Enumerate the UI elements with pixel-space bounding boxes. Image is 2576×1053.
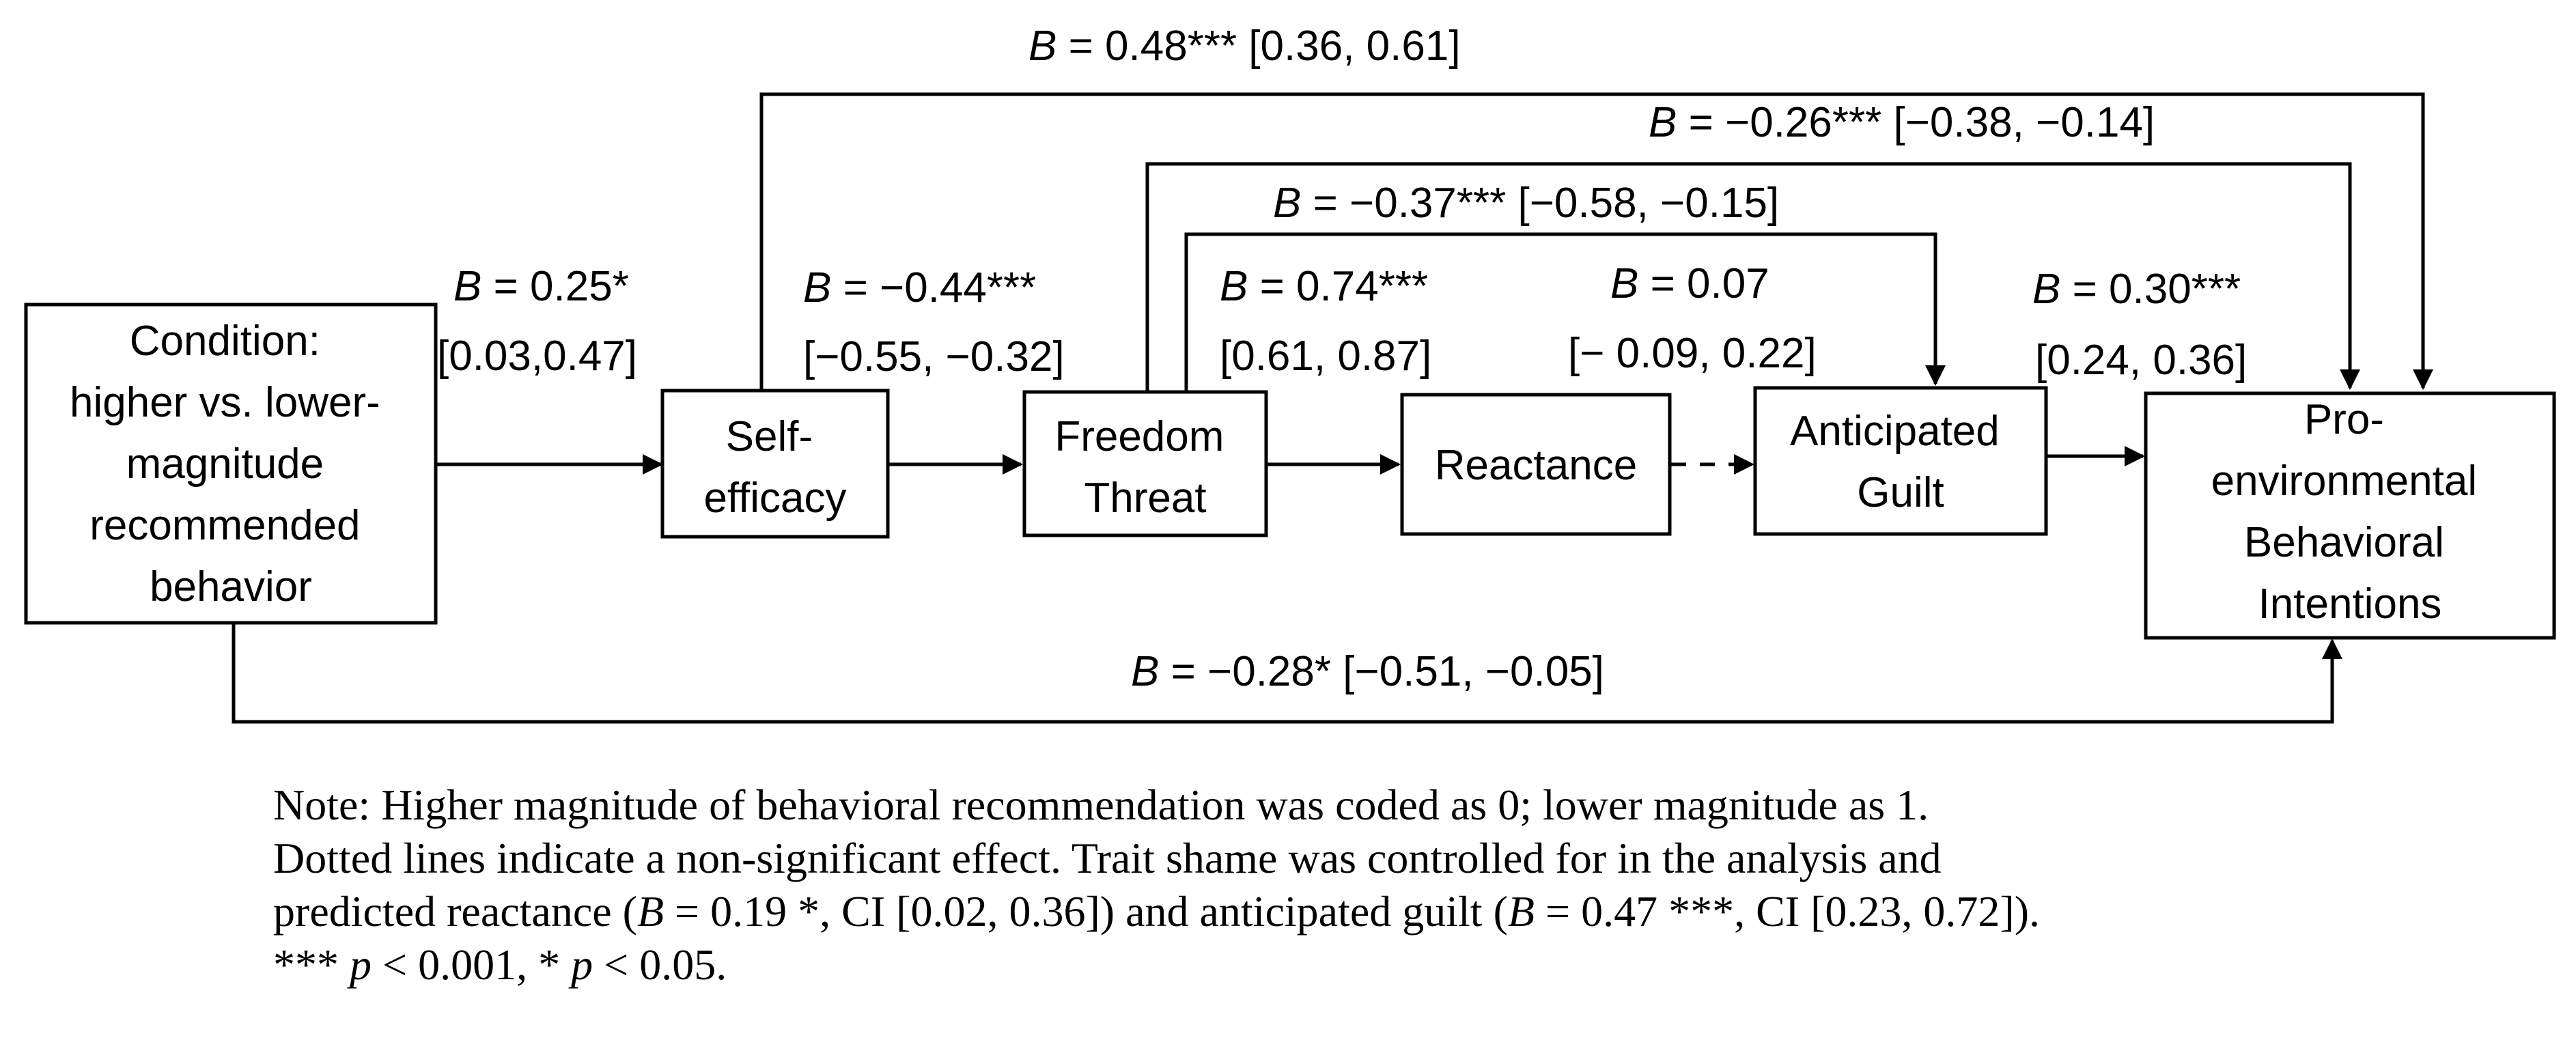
note-line-1: Note: Higher magnitude of behavioral rec…	[273, 781, 1929, 829]
svg-text:Self- efficacy: Self- efficacy	[703, 413, 846, 522]
path-diagram: Condition: higher vs. lower- magnitude r…	[24, 23, 2556, 724]
note-line-4: *** p < 0.001, * p < 0.05.	[273, 938, 2527, 992]
note-line-2: Dotted lines indicate a non-significant …	[273, 834, 1942, 882]
node-reactance: Reactance	[1400, 393, 1672, 536]
coef-ag-to-pi: B = 0.30***	[2032, 266, 2241, 313]
coef-cond-to-se: B = 0.25*	[453, 263, 629, 310]
note-symbol-b: B	[1507, 887, 1535, 936]
condition-line-1: Condition:	[130, 318, 320, 365]
coef-estimate: = −0.44***	[831, 264, 1036, 311]
note-symbol-p: p	[350, 940, 372, 989]
svg-text:Anticipated Guilt: Anticipated Guilt	[1790, 408, 2011, 516]
coef-se-to-ft: B = −0.44***	[803, 264, 1036, 311]
coef-re-to-ag: B = 0.07	[1610, 260, 1769, 307]
intentions-line-3: Behavioral	[2244, 519, 2444, 566]
coef-estimate: = −0.28* [−0.51, −0.05]	[1159, 648, 1604, 695]
coef-se-to-ft-ci: [−0.55, −0.32]	[803, 333, 1065, 380]
edge-self-efficacy-to-intentions	[759, 92, 2433, 390]
coef-cond-to-pi: B = −0.28* [−0.51, −0.05]	[1131, 648, 1604, 695]
note-line-3: predicted reactance (B = 0.19 *, CI [0.0…	[273, 885, 2527, 938]
node-freedom-threat: Freedom Threat	[1022, 390, 1268, 537]
coef-symbol: B	[1220, 263, 1248, 310]
freedom-threat-line-2: Threat	[1084, 475, 1206, 522]
note-text: ***	[273, 940, 350, 989]
svg-text:Reactance: Reactance	[1435, 442, 1637, 489]
svg-text:Pro- environmental: Pro- environmental Behavioral Intentions	[2211, 396, 2489, 628]
intentions-line-4: Intentions	[2258, 580, 2442, 628]
condition-line-5: behavior	[150, 563, 312, 610]
coef-symbol: B	[1610, 260, 1638, 307]
coefficient-labels: B = 0.25* [0.03,0.47] B = −0.44*** [−0.5…	[437, 23, 2247, 695]
node-anticipated-guilt: Anticipated Guilt	[1753, 386, 2048, 536]
self-efficacy-line-2: efficacy	[703, 475, 846, 522]
edge-freedom-threat-to-intentions	[1145, 162, 2360, 391]
coef-estimate: = 0.07	[1638, 260, 1769, 307]
coef-estimate: = 0.74***	[1248, 263, 1428, 310]
node-intentions: Pro- environmental Behavioral Intentions	[2144, 391, 2556, 640]
anticipated-guilt-line-2: Guilt	[1857, 469, 1944, 516]
coef-ag-to-pi-ci: [0.24, 0.36]	[2035, 337, 2247, 384]
condition-line-4: recommended	[89, 502, 360, 549]
coef-symbol: B	[1028, 23, 1056, 70]
condition-line-3: magnitude	[126, 440, 324, 488]
coef-symbol: B	[453, 263, 481, 310]
coef-cond-to-se-ci: [0.03,0.47]	[437, 333, 637, 380]
intentions-line-2: environmental	[2211, 458, 2477, 505]
anticipated-guilt-line-1: Anticipated	[1790, 408, 2000, 455]
node-condition: Condition: higher vs. lower- magnitude r…	[24, 303, 438, 625]
coef-ft-to-pi: B = −0.26*** [−0.38, −0.14]	[1649, 99, 2155, 146]
note-symbol-b: B	[636, 887, 664, 936]
note-text: predicted reactance (	[273, 887, 637, 936]
note-text: = 0.19 *, CI [0.02, 0.36]) and anticipat…	[664, 887, 1508, 936]
coef-re-to-ag-ci: [− 0.09, 0.22]	[1568, 330, 1817, 377]
coef-ft-to-re-ci: [0.61, 0.87]	[1220, 333, 1431, 380]
note-symbol-p: p	[571, 940, 593, 989]
intentions-line-1: Pro-	[2304, 396, 2384, 443]
coef-estimate: = −0.37*** [−0.58, −0.15]	[1301, 180, 1779, 227]
coef-ft-to-re: B = 0.74***	[1220, 263, 1428, 310]
coef-estimate: = 0.48*** [0.36, 0.61]	[1056, 23, 1460, 70]
svg-text:Freedom Threat: Freedom Threat	[1054, 413, 1235, 522]
note-text: < 0.001, *	[372, 940, 572, 989]
coef-symbol: B	[1131, 648, 1159, 695]
coef-symbol: B	[803, 264, 831, 311]
condition-line-2: higher vs. lower-	[70, 379, 380, 426]
coef-estimate: = 0.25*	[481, 263, 628, 310]
svg-text:Condition: higher vs. lo: Condition: higher vs. lower- magnitude r…	[70, 318, 392, 610]
edge-freedom-threat-to-anticipated-guilt	[1184, 232, 1946, 391]
coef-symbol: B	[1273, 180, 1301, 227]
self-efficacy-line-1: Self-	[726, 413, 813, 460]
coef-se-to-pi: B = 0.48*** [0.36, 0.61]	[1028, 23, 1461, 70]
coef-symbol: B	[1649, 99, 1677, 146]
coef-estimate: = −0.26*** [−0.38, −0.14]	[1677, 99, 2155, 146]
coef-symbol: B	[2032, 266, 2060, 313]
node-self-efficacy: Self- efficacy	[660, 389, 890, 539]
edge-condition-to-intentions	[232, 623, 2342, 724]
coef-estimate: = 0.30***	[2060, 266, 2241, 313]
freedom-threat-line-1: Freedom	[1054, 413, 1224, 460]
figure-note: Note: Higher magnitude of behavioral rec…	[273, 778, 2527, 992]
reactance-line-1: Reactance	[1435, 442, 1637, 489]
note-text: = 0.47 ***, CI [0.23, 0.72]).	[1534, 887, 2040, 936]
note-text: < 0.05.	[593, 940, 727, 989]
coef-ft-to-ag: B = −0.37*** [−0.58, −0.15]	[1273, 180, 1779, 227]
edges	[232, 92, 2433, 724]
